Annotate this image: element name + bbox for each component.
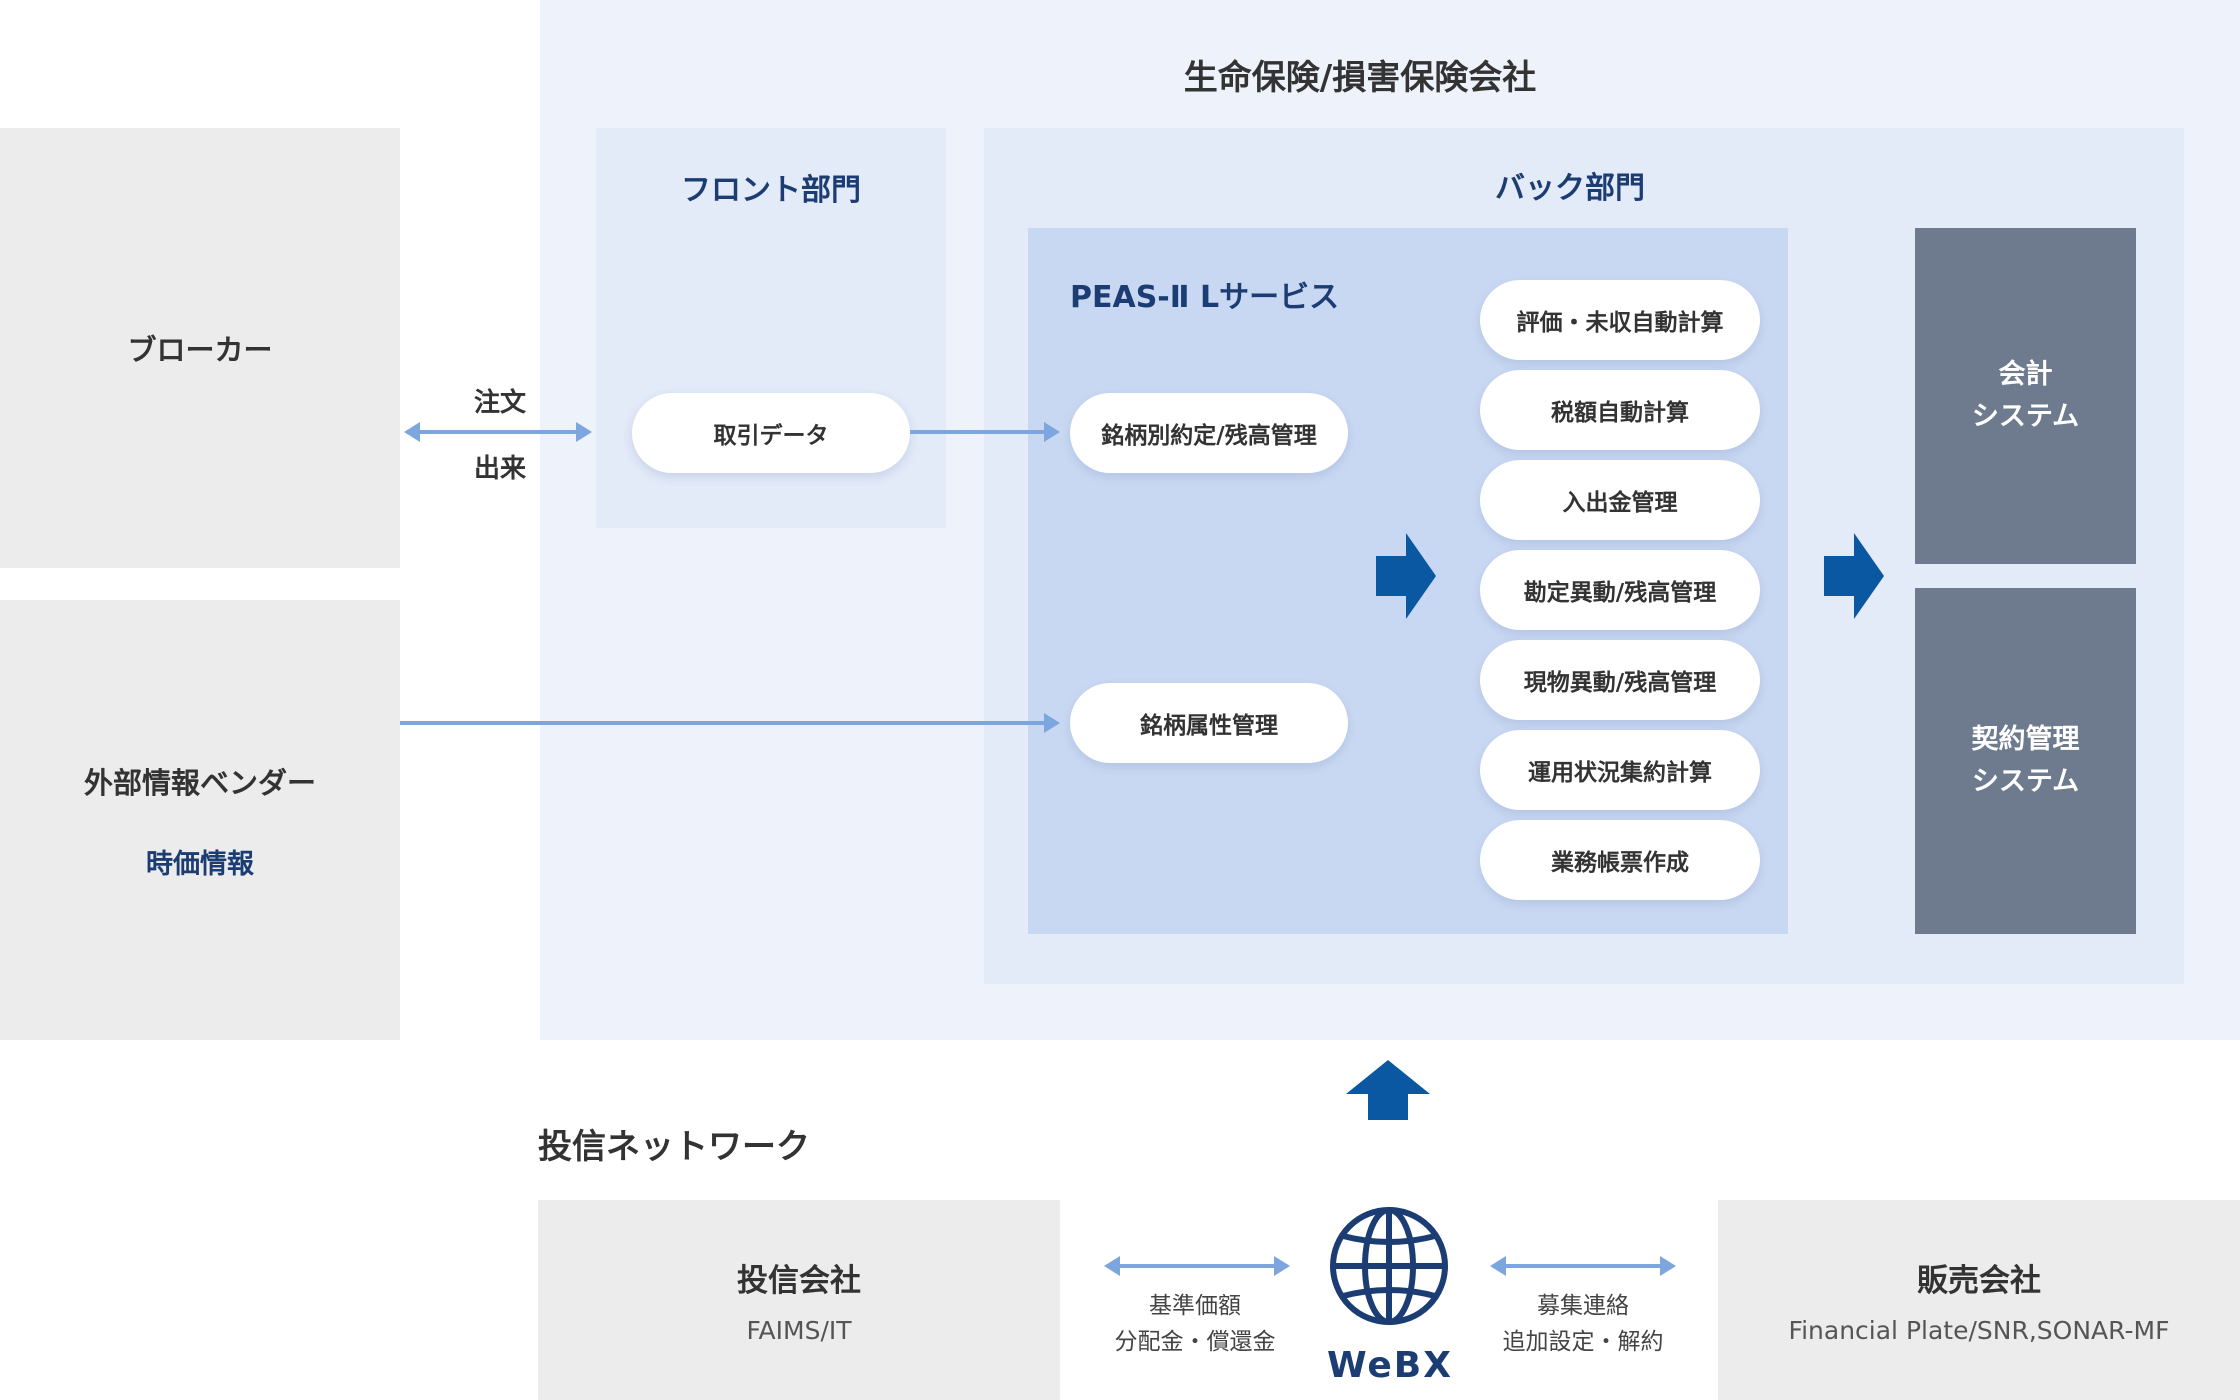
sales-company-system: Financial Plate/SNR,SONAR-MF bbox=[1788, 1316, 2170, 1345]
fund-company-title: 投信会社 bbox=[737, 1263, 861, 1299]
broker-box: ブローカー bbox=[0, 128, 400, 568]
execution-label: 出来 bbox=[473, 453, 526, 484]
accounting-system-box: 会計 システム bbox=[1915, 228, 2136, 564]
left-flow-label-2: 分配金・償還金 bbox=[1114, 1329, 1276, 1355]
contract-system-line2: システム bbox=[1971, 766, 2080, 797]
right-flow-label-2: 追加設定・解約 bbox=[1502, 1329, 1664, 1355]
vendor-to-service-arrow bbox=[400, 713, 1060, 733]
left-flow-labels: 基準価額 分配金・償還金 bbox=[1090, 1284, 1300, 1364]
globe-icon bbox=[1330, 1207, 1448, 1325]
sales-company-box: 販売会社 Financial Plate/SNR,SONAR-MF bbox=[1718, 1200, 2240, 1400]
accounting-system-line2: システム bbox=[1971, 401, 2080, 432]
trade-data-pill: 取引データ bbox=[632, 393, 910, 473]
front-department-title: フロント部門 bbox=[681, 173, 861, 208]
peas-service-title: PEAS-Ⅱ Lサービス bbox=[1070, 280, 1340, 315]
service-item-reports: 業務帳票作成 bbox=[1480, 820, 1760, 900]
order-label: 注文 bbox=[473, 387, 526, 418]
webx-label: WeBX bbox=[1326, 1344, 1454, 1386]
broker-title: ブローカー bbox=[127, 333, 273, 367]
process-arrow-icon bbox=[1376, 533, 1436, 619]
service-item-valuation: 評価・未収自動計算 bbox=[1480, 280, 1760, 360]
left-network-double-arrow bbox=[1104, 1256, 1290, 1276]
output-arrow-icon bbox=[1824, 533, 1884, 619]
vendor-title: 外部情報ベンダー bbox=[83, 765, 316, 800]
left-flow-label-1: 基準価額 bbox=[1149, 1293, 1241, 1319]
back-department-title: バック部門 bbox=[1495, 171, 1645, 206]
vendor-subtitle: 時価情報 bbox=[146, 848, 254, 880]
network-title: 投信ネットワーク bbox=[538, 1127, 810, 1167]
service-item-balance: 銘柄別約定/残高管理 bbox=[1070, 393, 1348, 473]
upward-arrow-icon bbox=[1346, 1060, 1430, 1120]
service-item-security-attributes: 銘柄属性管理 bbox=[1070, 683, 1348, 763]
fund-company-system: FAIMS/IT bbox=[746, 1316, 852, 1345]
contract-system-line1: 契約管理 bbox=[1971, 724, 2080, 755]
service-item-tax: 税額自動計算 bbox=[1480, 370, 1760, 450]
right-flow-label-1: 募集連絡 bbox=[1537, 1293, 1629, 1319]
vendor-box: 外部情報ベンダー 時価情報 bbox=[0, 600, 400, 1040]
service-item-cashflow: 入出金管理 bbox=[1480, 460, 1760, 540]
service-item-physical-movement: 現物異動/残高管理 bbox=[1480, 640, 1760, 720]
sales-company-title: 販売会社 bbox=[1917, 1263, 2041, 1299]
right-network-double-arrow bbox=[1490, 1256, 1676, 1276]
order-double-arrow bbox=[404, 422, 592, 442]
front-to-service-arrow bbox=[910, 422, 1060, 442]
company-title: 生命保険/損害保険会社 bbox=[1183, 57, 1537, 98]
service-item-operation-summary: 運用状況集約計算 bbox=[1480, 730, 1760, 810]
contract-system-box: 契約管理 システム bbox=[1915, 588, 2136, 934]
right-flow-labels: 募集連絡 追加設定・解約 bbox=[1478, 1284, 1688, 1364]
fund-company-box: 投信会社 FAIMS/IT bbox=[538, 1200, 1060, 1400]
service-item-account-movement: 勘定異動/残高管理 bbox=[1480, 550, 1760, 630]
accounting-system-line1: 会計 bbox=[1998, 359, 2053, 390]
